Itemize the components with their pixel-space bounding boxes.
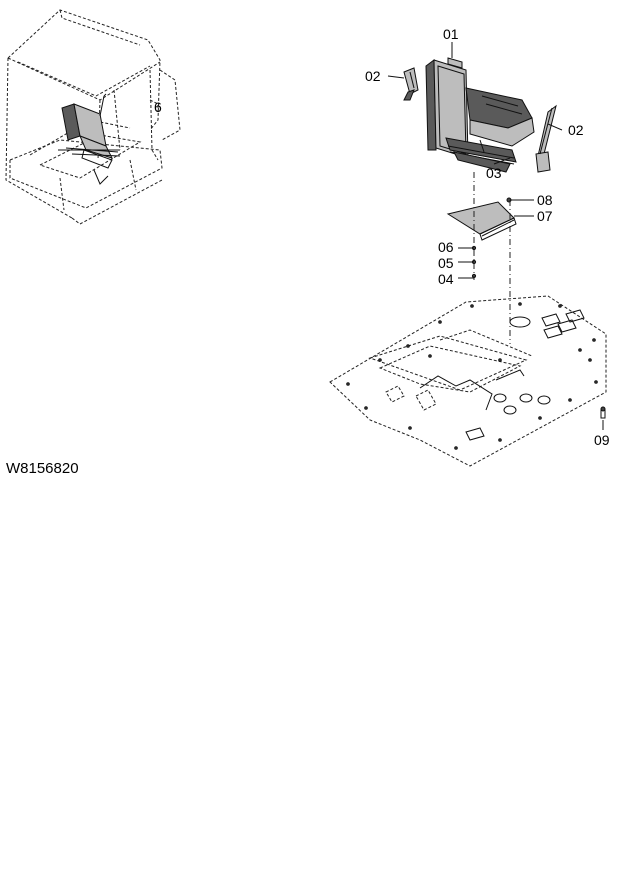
figure-code: W8156820 [6, 460, 79, 477]
callout-01: 01 [443, 26, 459, 42]
callout-07: 07 [537, 208, 553, 224]
callout-09: 09 [594, 432, 610, 448]
cab-overview-illustration [5, 9, 181, 225]
callout-02-right: 02 [568, 122, 584, 138]
cab-reference-label: 6 [154, 99, 162, 115]
floor-bolt [600, 406, 606, 419]
seat-assembly [425, 57, 535, 173]
callout-04: 04 [438, 271, 454, 287]
callout-05: 05 [438, 255, 454, 271]
callout-08: 08 [537, 192, 553, 208]
callout-06: 06 [438, 239, 454, 255]
armrest-right [535, 104, 557, 173]
leader-lines [387, 42, 604, 430]
callout-02-left: 02 [365, 68, 381, 84]
floor-plate [329, 295, 607, 467]
callout-03: 03 [486, 165, 502, 181]
armrest-left [403, 67, 419, 101]
seat-mounting-plate [446, 201, 517, 241]
